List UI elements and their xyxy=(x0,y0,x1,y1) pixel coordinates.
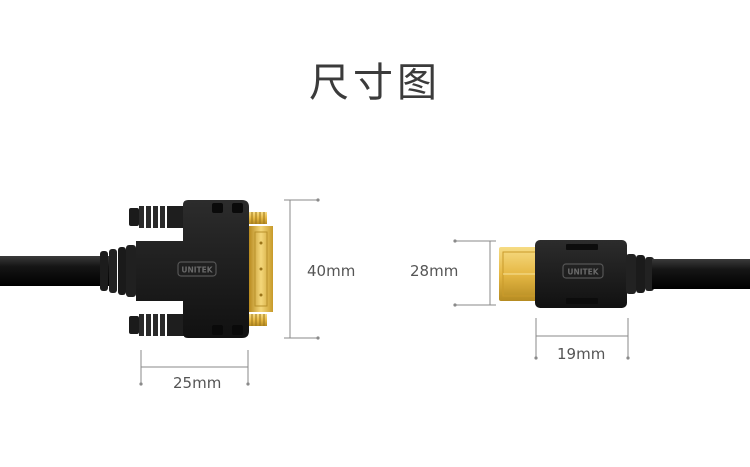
dvi-height-label: 40mm xyxy=(307,262,356,280)
dvi-screw-thread-bottom xyxy=(249,314,267,326)
hdmi-logo-plate xyxy=(562,263,604,279)
dvi-logo-plate xyxy=(177,261,217,277)
hdmi-height-label: 28mm xyxy=(410,262,459,280)
hdmi-connector: UNITEK xyxy=(499,240,750,308)
dvi-connector: UNITEK xyxy=(0,200,273,338)
dvi-width-dimension xyxy=(139,350,250,386)
dvi-body xyxy=(136,200,249,338)
dvi-height-dimension xyxy=(284,198,320,340)
dvi-thumbscrew-top xyxy=(129,206,185,228)
hdmi-logo-text: UNITEK xyxy=(567,268,599,277)
hdmi-body xyxy=(535,240,627,308)
dvi-width-label: 25mm xyxy=(173,374,222,392)
hdmi-width-dimension xyxy=(534,318,630,360)
dvi-strain-relief xyxy=(100,245,136,297)
hdmi-cable xyxy=(652,259,750,289)
dvi-screw-thread-top xyxy=(249,212,267,224)
page-title: 尺寸图 xyxy=(309,60,441,106)
hdmi-strain-relief xyxy=(626,254,654,294)
hdmi-width-label: 19mm xyxy=(557,345,606,363)
hdmi-height-dimension xyxy=(453,239,496,307)
dvi-thumbscrew-bottom xyxy=(129,314,185,336)
dvi-logo-text: UNITEK xyxy=(181,266,213,275)
dvi-cable xyxy=(0,256,110,286)
